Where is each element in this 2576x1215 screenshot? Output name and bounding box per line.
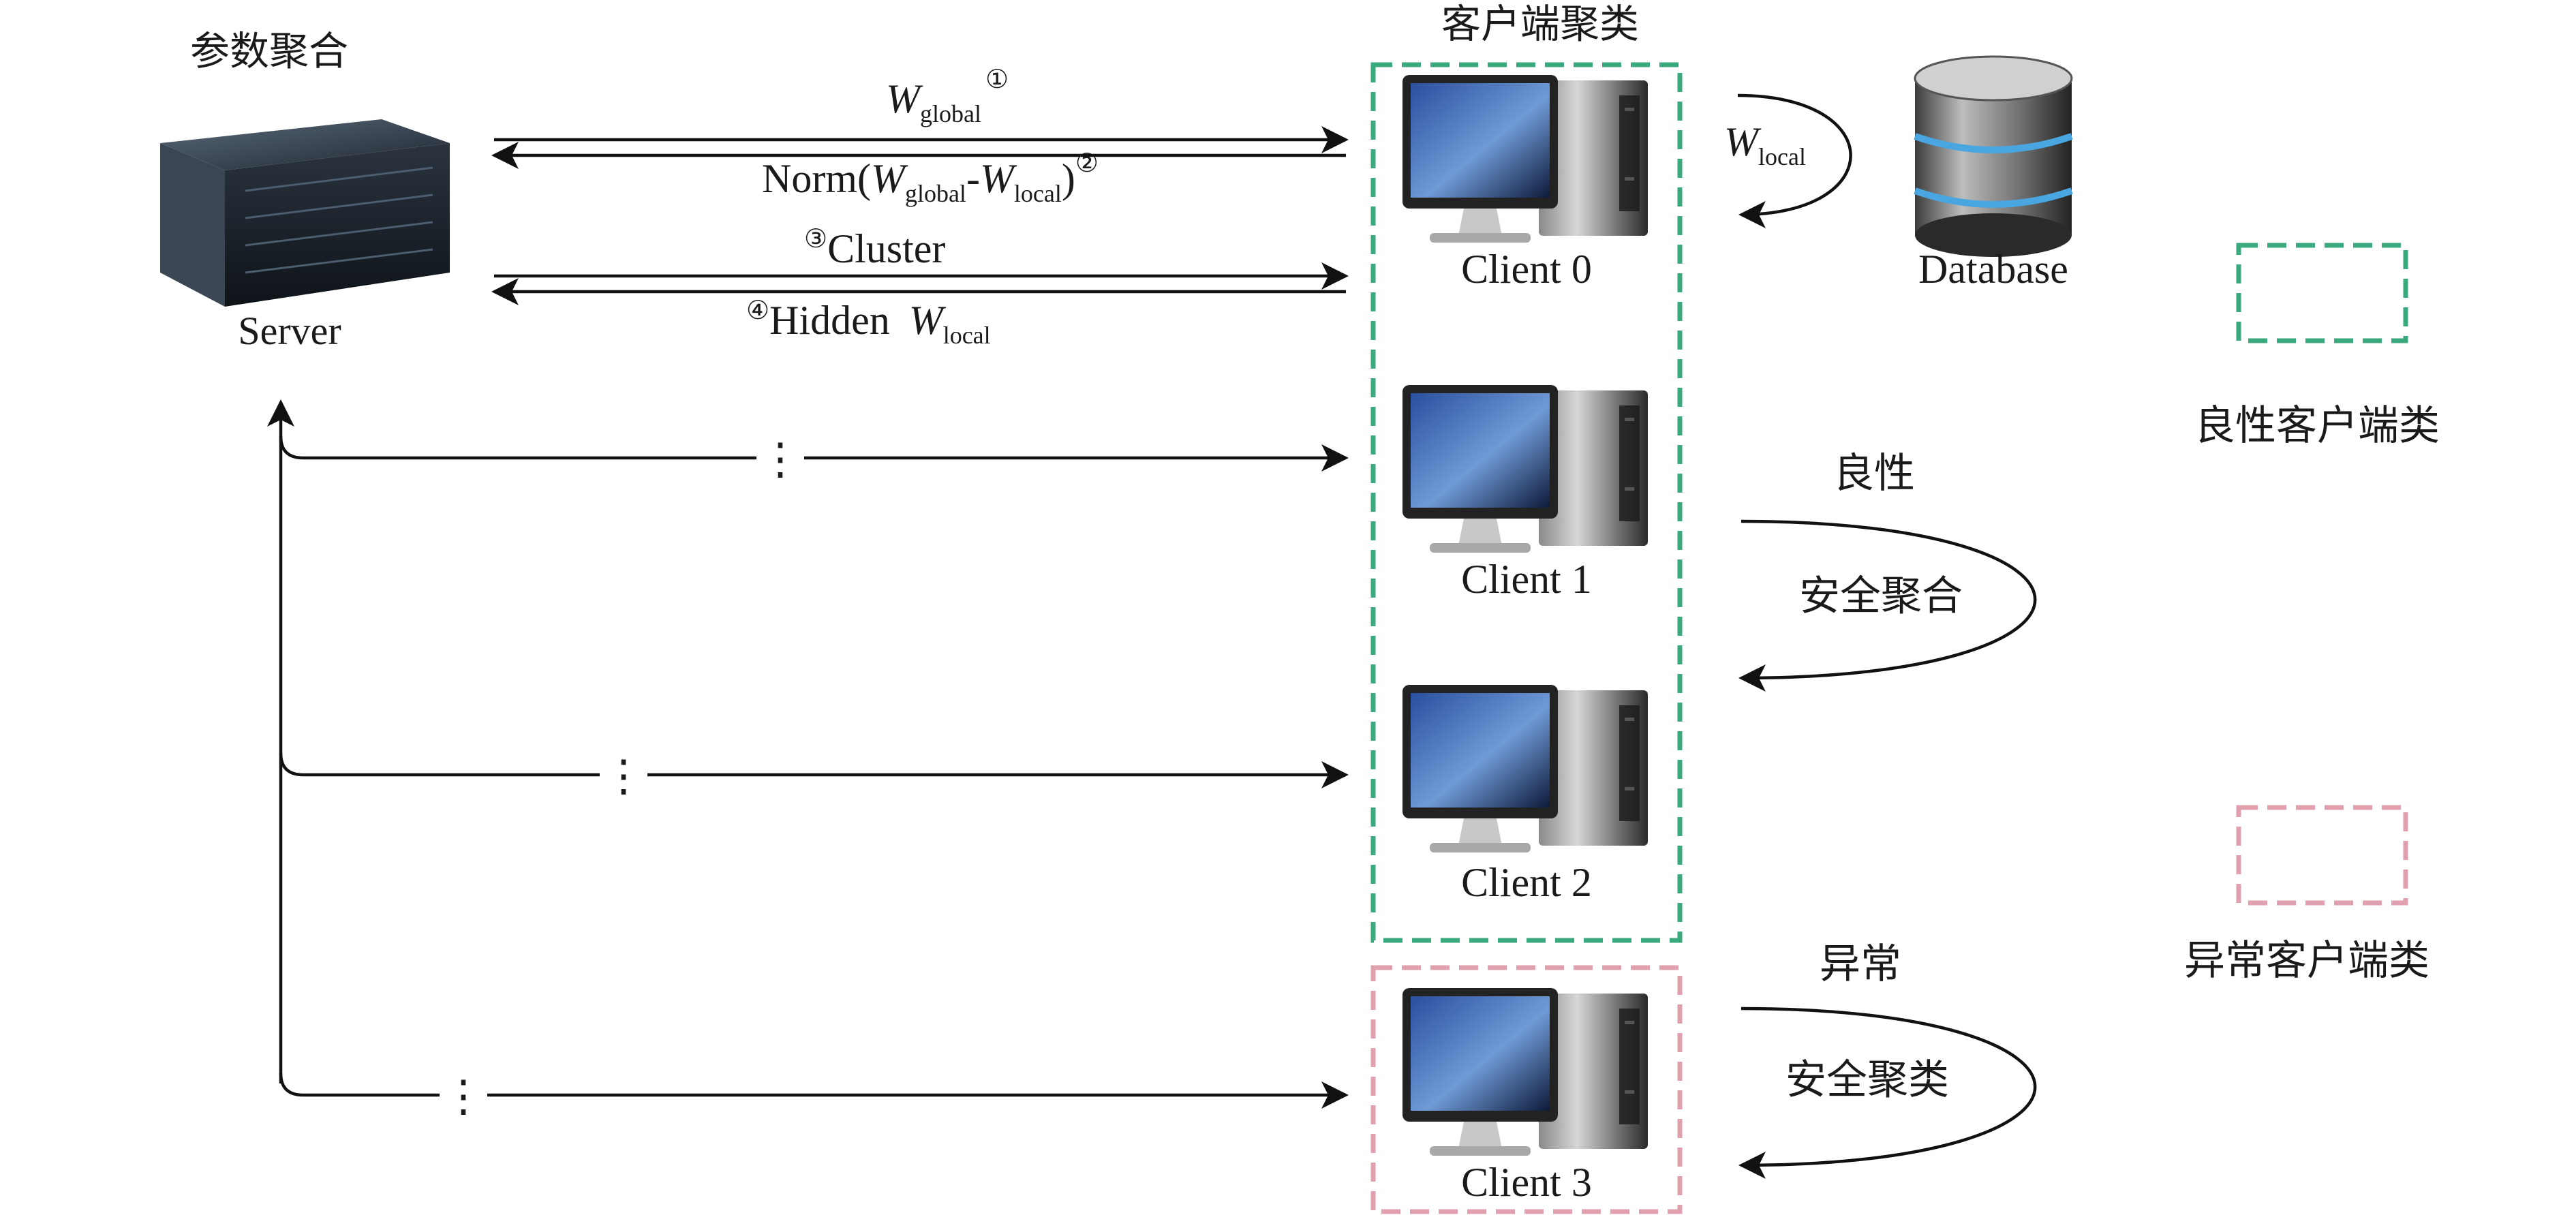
anomaly-cluster-box	[1370, 965, 1683, 1214]
database-label: Database	[1918, 247, 2068, 292]
client-3-label: Client 3	[1461, 1160, 1592, 1205]
benign-loop-label: 良性	[1833, 450, 1915, 497]
legend-benign-label: 良性客户端类	[2194, 402, 2440, 450]
client-0-label: Client 0	[1461, 247, 1592, 292]
connector-client-2	[279, 752, 1349, 788]
benign-loop-arrow	[1738, 519, 2037, 692]
benign-loop-inner-label: 安全聚合	[1799, 572, 1963, 620]
legend-anomaly-label: 异常客户端类	[2184, 937, 2429, 985]
ellipsis-client-1: ⋮	[758, 435, 802, 483]
local-update-label: Wlocal	[1724, 119, 1806, 170]
anomaly-loop-arrow	[1738, 1006, 2037, 1179]
benign-cluster-box	[1370, 62, 1683, 943]
message-global-weights: Wglobal①	[886, 65, 1009, 127]
server-label: Server	[238, 309, 341, 353]
connector-client-3	[279, 1073, 1349, 1109]
client-0-computer-icon	[1402, 75, 1648, 243]
ellipsis-client-3: ⋮	[442, 1072, 485, 1120]
connector-client-1	[279, 435, 1349, 472]
client-2-label: Client 2	[1461, 860, 1592, 905]
legend-anomaly-swatch	[2236, 805, 2408, 906]
anomaly-loop-inner-label: 安全聚类	[1785, 1056, 1949, 1104]
client-2-computer-icon	[1402, 685, 1648, 852]
local-update-loop	[1737, 93, 1852, 228]
server-icon	[160, 119, 450, 307]
database-icon	[1914, 55, 2073, 257]
server-heading: 参数聚合	[190, 28, 348, 74]
legend-benign-swatch	[2236, 243, 2408, 343]
anomaly-loop-label: 异常	[1820, 940, 1901, 988]
client-1-label: Client 1	[1461, 557, 1592, 602]
cluster-heading: 客户端聚类	[1441, 1, 1639, 47]
message-norm-difference: Norm(Wglobal-Wlocal)②	[762, 149, 1099, 207]
ellipsis-client-2: ⋮	[602, 752, 645, 800]
client-1-computer-icon	[1402, 385, 1648, 553]
message-cluster: ③Cluster	[804, 225, 945, 271]
client-3-computer-icon	[1402, 988, 1648, 1156]
